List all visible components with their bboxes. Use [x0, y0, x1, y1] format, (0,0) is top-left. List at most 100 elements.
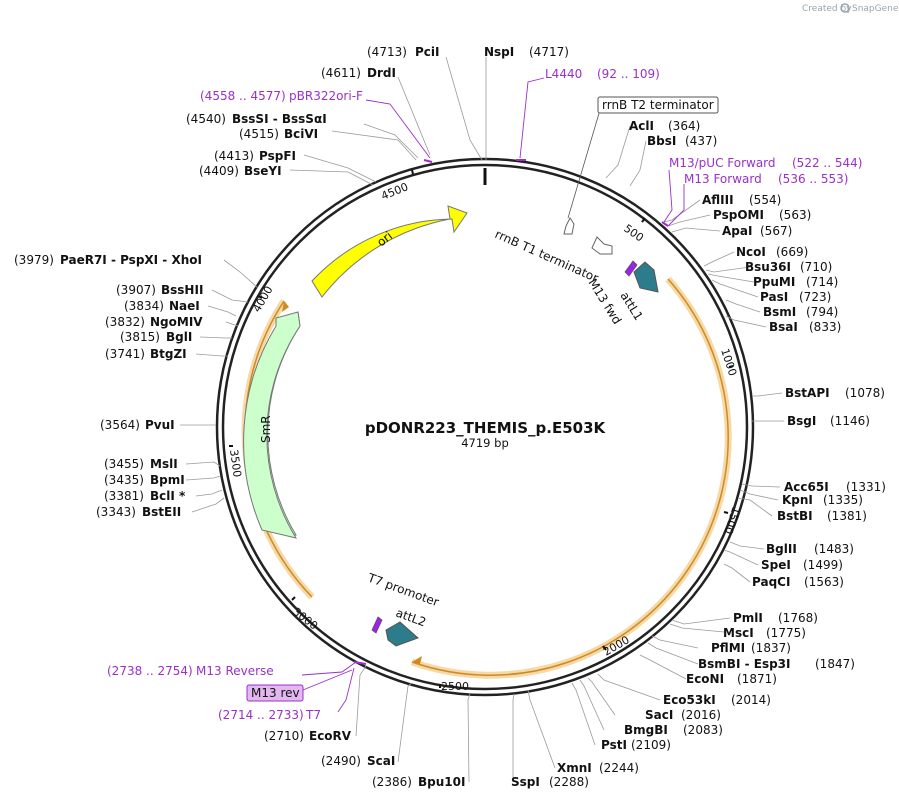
enzyme-pos: (669) — [776, 245, 808, 259]
enzyme-name: PaeR7I - PspXI - XhoI — [60, 253, 202, 267]
enzyme-pos: (364) — [668, 119, 700, 133]
enzyme-pos: (563) — [779, 208, 811, 222]
enzyme-name: DrdI — [367, 66, 396, 80]
enzyme-pos: (1499) — [803, 558, 843, 572]
enzyme-pos: (3564) — [100, 418, 140, 432]
enzyme-name: NgoMIV — [150, 315, 203, 329]
enzyme-pos: (833) — [809, 320, 841, 334]
enzyme-pos: (3435) — [104, 473, 144, 487]
enzyme-name: SspI — [511, 775, 540, 789]
rrnb-t2-box — [597, 96, 719, 114]
enzyme-name: BpmI — [150, 473, 185, 487]
tick-marks — [229, 169, 734, 688]
enzyme-name: EcoNI — [686, 672, 724, 686]
enzyme-pos: (1335) — [823, 493, 863, 507]
enzyme-pos: (3907) — [116, 283, 156, 297]
enzyme-name: AclI — [629, 119, 654, 133]
primer-name: L4440 — [545, 67, 582, 81]
enzyme-pos: (3832) — [105, 315, 145, 329]
enzyme-name: PflMI — [711, 641, 745, 655]
attl1-arrow — [633, 261, 659, 293]
enzyme-name: NaeI — [169, 299, 200, 313]
primer-range: (2714 .. 2733) — [218, 708, 304, 722]
enzyme-name: BsmI — [763, 305, 796, 319]
enzyme-pos: (437) — [685, 134, 717, 148]
enzyme-pos: (2016) — [681, 708, 721, 722]
orf-main-arrowhead — [412, 656, 422, 664]
m13-rev-leader — [302, 669, 353, 691]
smr-arrow — [243, 311, 301, 539]
enzyme-name: EcoRV — [309, 729, 352, 743]
enzyme-pos: (2490) — [321, 754, 361, 768]
snapgene-credit: Created by SnapGene — [802, 3, 899, 14]
enzyme-pos: (2288) — [549, 775, 589, 789]
enzyme-name: BtgZI — [150, 347, 187, 361]
credit-text: Created by — [802, 4, 852, 14]
plasmid-name: pDONR223_THEMIS_p.E503K — [365, 419, 607, 437]
backbone-inner — [221, 163, 749, 691]
enzyme-pos: (4413) — [214, 149, 254, 163]
enzyme-pos: (2244) — [599, 761, 639, 775]
enzyme-name: PspOMI — [713, 208, 764, 222]
enzyme-pos: (2710) — [264, 729, 304, 743]
tick-2500: 2500 — [441, 680, 469, 693]
tick-3500: 3500 — [227, 449, 244, 479]
enzyme-name: BglII — [766, 542, 797, 556]
enzyme-name: Eco53kI — [663, 693, 716, 707]
enzyme-name: Bpu10I — [418, 775, 465, 789]
rrnb-t2-arrow — [563, 217, 575, 235]
enzyme-name: AflIII — [702, 193, 734, 207]
enzyme-name: BsgI — [787, 414, 816, 428]
enzyme-pos: (1563) — [804, 575, 844, 589]
enzyme-name: PpuMI — [753, 275, 795, 289]
m13-rev-box — [246, 684, 304, 702]
tick-500: 500 — [621, 222, 646, 245]
rrnb-t1-arrow — [591, 236, 613, 255]
rrnb-t1-label: rrnB T1 terminator — [493, 227, 601, 285]
enzyme-pos: (794) — [806, 305, 838, 319]
enzyme-name: BstEII — [142, 505, 181, 519]
primer-name: T7 — [305, 708, 321, 722]
enzyme-name: PstI — [601, 738, 627, 752]
enzyme-name: MscI — [723, 626, 754, 640]
enzyme-name: BciVI — [284, 127, 318, 141]
plasmid-length: 4719 bp — [461, 436, 509, 450]
enzyme-name: KpnI — [782, 493, 813, 507]
enzyme-pos: (3834) — [124, 299, 164, 313]
primer-name: pBR322ori-F — [289, 89, 363, 103]
enzyme-pos: (4409) — [199, 164, 239, 178]
t7-promoter-arrow — [371, 616, 383, 634]
enzyme-name: BstAPI — [785, 386, 830, 400]
enzyme-name: BglI — [166, 330, 192, 344]
enzyme-name: PvuI — [145, 418, 175, 432]
primer-range: (4558 .. 4577) — [200, 89, 286, 103]
enzyme-name: BssHII — [161, 283, 203, 297]
enzyme-pos: (3815) — [120, 330, 160, 344]
enzyme-name: SacI — [645, 708, 673, 722]
enzyme-name: BbsI — [647, 134, 676, 148]
enzyme-name: ScaI — [367, 754, 395, 768]
m13-fwd-label: M13 fwd — [585, 276, 624, 327]
primer-leaders — [301, 77, 685, 713]
enzyme-pos: (1146) — [830, 414, 870, 428]
enzyme-pos: (2109) — [631, 738, 671, 752]
attl2-arrow — [385, 621, 419, 647]
primer-name: M13/pUC Forward — [669, 156, 776, 170]
enzyme-name: BseYI — [244, 164, 282, 178]
enzyme-name: BmgBI — [624, 723, 668, 737]
enzyme-pos: (3979) — [14, 253, 54, 267]
snapgene-logo-icon — [840, 3, 850, 13]
enzyme-pos: (1078) — [845, 386, 885, 400]
orf-left-arrowhead — [282, 301, 289, 312]
primer-name: M13 Forward — [684, 172, 762, 186]
m13-fwd-arrow — [624, 260, 638, 277]
enzyme-pos: (554) — [749, 193, 781, 207]
enzyme-name: BstBI — [777, 509, 813, 523]
enzyme-pos: (567) — [760, 224, 792, 238]
enzyme-pos: (1837) — [751, 641, 791, 655]
enzyme-pos: (1768) — [778, 611, 818, 625]
enzyme-name: XmnI — [557, 761, 592, 775]
enzyme-pos: (2386) — [372, 775, 412, 789]
rrnb-t2-text: rrnB T2 terminator — [602, 98, 714, 112]
